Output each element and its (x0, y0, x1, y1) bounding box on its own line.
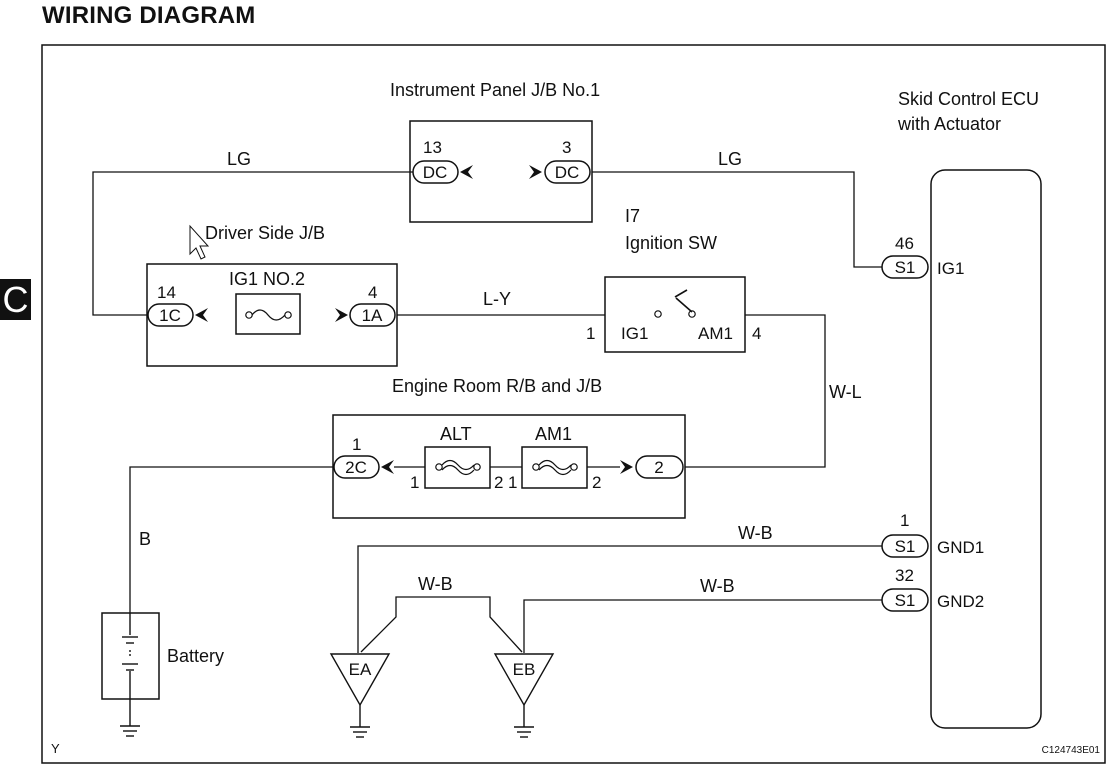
wire-lg-right (592, 171, 882, 268)
figure-code: C124743E01 (1042, 745, 1101, 756)
ip-jb-left-pin: 13 (423, 138, 442, 157)
ecu-gnd2-conn: S1 (895, 591, 916, 610)
fuse-am1-name: AM1 (535, 424, 572, 444)
wire-wb-gnd2 (523, 599, 882, 653)
fuse-alt-name: ALT (440, 424, 472, 444)
section-tab: C (0, 279, 31, 320)
ignition-sw-name: Ignition SW (625, 233, 717, 253)
ignition-sw-pin-left: 1 (586, 324, 595, 343)
driver-jb-left-connector: 14 1C (147, 283, 208, 327)
fuse-alt-pin-left: 1 (410, 473, 419, 492)
ground-ea-icon (329, 653, 391, 738)
ecu-gnd1-term: GND1 (937, 538, 984, 557)
wire-label-ly: L-Y (483, 289, 511, 309)
ground-ea-label: EA (349, 660, 372, 679)
ip-jb-right-pin: 3 (562, 138, 571, 157)
driver-jb-left-conn: 1C (159, 306, 181, 325)
ecu-gnd1-conn: S1 (895, 537, 916, 556)
ecu-box (930, 169, 1042, 729)
wires (92, 171, 882, 653)
ip-jb-right-conn: DC (555, 163, 580, 182)
ip-jb-left-connector: 13 DC (412, 138, 473, 184)
driver-jb-fuse-name: IG1 NO.2 (229, 269, 305, 289)
ecu-gnd2-pin: 32 (895, 566, 914, 585)
ip-jb-left-arrow (460, 165, 473, 179)
engine-rb-left-connector: 1 2C (333, 435, 394, 479)
ignition-sw-term-right: AM1 (698, 324, 733, 343)
ip-jb-name: Instrument Panel J/B No.1 (390, 80, 600, 100)
ignition-sw-pin-right: 4 (752, 324, 761, 343)
engine-rb-name: Engine Room R/B and J/B (392, 376, 602, 396)
wire-label-lg-right: LG (718, 149, 742, 169)
wire-label-wb-gnd2: W-B (700, 576, 735, 596)
engine-rb-left-pin: 1 (352, 435, 361, 454)
fuse-am1-pin-right: 2 (592, 473, 601, 492)
driver-jb-box (146, 263, 398, 367)
wire-b (129, 466, 333, 613)
driver-jb-name: Driver Side J/B (205, 223, 325, 243)
engine-rb-right-connector: 2 (620, 455, 684, 479)
battery-icon (120, 613, 140, 737)
fuse-alt (424, 446, 491, 489)
ecu-ig1-conn: S1 (895, 258, 916, 277)
fuse-ig1-no2 (235, 293, 301, 335)
fuse-am1 (521, 446, 588, 489)
ignition-sw-box (604, 276, 746, 353)
driver-jb-right-connector: 4 1A (335, 283, 396, 327)
wire-lg-left (92, 171, 413, 316)
ecu-name-line1: Skid Control ECU (898, 89, 1039, 109)
frame-letter: Y (51, 741, 60, 756)
ground-eb-icon (493, 653, 555, 738)
ecu-gnd1-connector: 1 S1 GND1 (881, 511, 984, 558)
ecu-gnd1-pin: 1 (900, 511, 909, 530)
wire-wb-gnd1 (357, 545, 882, 653)
ignition-sw-term-left: IG1 (621, 324, 648, 343)
ecu-name-line2: with Actuator (897, 114, 1001, 134)
wire-label-wl: W-L (829, 382, 862, 402)
fuse-am1-pin-left: 1 (508, 473, 517, 492)
fuse-alt-pin-right: 2 (494, 473, 503, 492)
driver-jb-left-pin: 14 (157, 283, 176, 302)
ip-jb-right-arrow (529, 165, 542, 179)
battery-label: Battery (167, 646, 224, 666)
driver-jb-right-pin: 4 (368, 283, 377, 302)
ecu-gnd2-connector: 32 S1 GND2 (881, 566, 984, 612)
ecu-ig1-term: IG1 (937, 259, 964, 278)
wire-label-wb-gnd1: W-B (738, 523, 773, 543)
engine-rb-left-conn: 2C (345, 458, 367, 477)
ignition-switch-contacts (654, 289, 696, 318)
driver-jb-right-conn: 1A (362, 306, 383, 325)
mouse-cursor-icon (189, 224, 210, 260)
wire-wl (685, 314, 826, 468)
wire-wb-link (360, 596, 523, 653)
ip-jb-box (409, 120, 593, 223)
page-title: WIRING DIAGRAM (42, 2, 256, 29)
ground-eb-label: EB (513, 660, 536, 679)
wire-label-lg-left: LG (227, 149, 251, 169)
wire-label-b: B (139, 529, 151, 549)
ecu-gnd2-term: GND2 (937, 592, 984, 611)
ignition-sw-code: I7 (625, 206, 640, 226)
engine-rb-box (332, 414, 686, 519)
ecu-ig1-pin: 46 (895, 234, 914, 253)
wire-label-wb-link: W-B (418, 574, 453, 594)
ip-jb-left-conn: DC (423, 163, 448, 182)
ip-jb-right-connector: 3 DC (529, 138, 591, 184)
engine-rb-right-conn: 2 (654, 458, 663, 477)
diagram-frame (41, 44, 1106, 764)
ecu-ig1-connector: 46 S1 IG1 (881, 234, 964, 279)
